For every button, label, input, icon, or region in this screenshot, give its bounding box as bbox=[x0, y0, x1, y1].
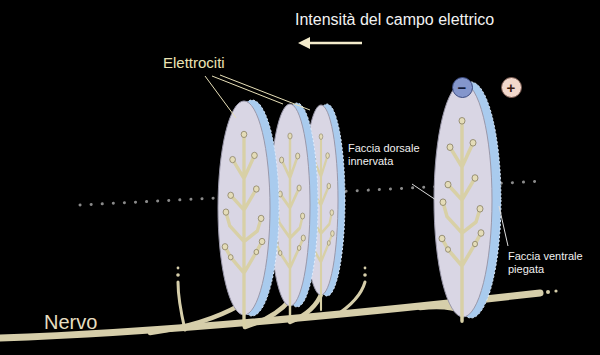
pole-sign: + bbox=[507, 80, 516, 95]
field-label: Intensità del campo elettrico bbox=[295, 11, 494, 29]
electrocyte bbox=[218, 100, 279, 326]
pole-sign: − bbox=[458, 80, 467, 95]
part-name: Elettrociti bbox=[163, 54, 225, 71]
field-arrowhead bbox=[298, 37, 310, 49]
minus-pole: − bbox=[452, 77, 473, 98]
face-label: Faccia ventrale piegata bbox=[508, 250, 592, 275]
electrocyte bbox=[434, 82, 501, 321]
field-arrow bbox=[306, 42, 362, 45]
nerve-label: Nervo bbox=[44, 311, 97, 334]
face-label: Faccia dorsale innervata bbox=[348, 142, 426, 167]
leader-line bbox=[205, 75, 310, 118]
leader-line bbox=[412, 184, 508, 246]
plus-pole: + bbox=[501, 77, 522, 98]
